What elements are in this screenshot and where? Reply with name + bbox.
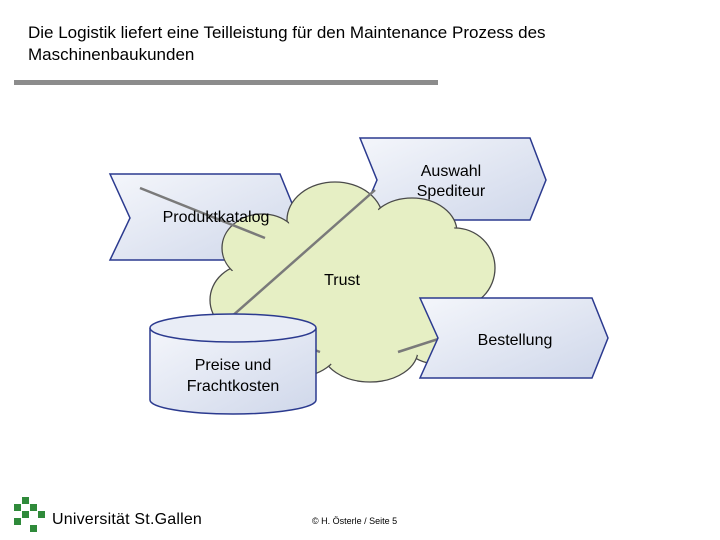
title-underline bbox=[14, 80, 438, 85]
preise-label-line1: Preise und bbox=[195, 357, 272, 374]
trust-label: Trust bbox=[324, 272, 360, 289]
slide-title: Die Logistik liefert eine Teilleistung f… bbox=[28, 23, 546, 64]
bestellung-shape bbox=[418, 297, 609, 379]
auswahl-label-line1: Auswahl bbox=[421, 163, 481, 180]
produktkatalog-label: Produktkatalog bbox=[163, 209, 270, 226]
footer-copyright: © H. Österle / Seite 5 bbox=[312, 516, 398, 526]
preise-label-line2: Frachtkosten bbox=[187, 378, 279, 395]
hsg-logo-icon bbox=[14, 497, 45, 532]
bestellung-label: Bestellung bbox=[478, 332, 553, 349]
university-logo-text: Universität St.Gallen bbox=[52, 511, 203, 528]
preise-frachtkosten-cylinder bbox=[149, 313, 317, 415]
auswahl-label-line2: Spediteur bbox=[417, 183, 486, 200]
